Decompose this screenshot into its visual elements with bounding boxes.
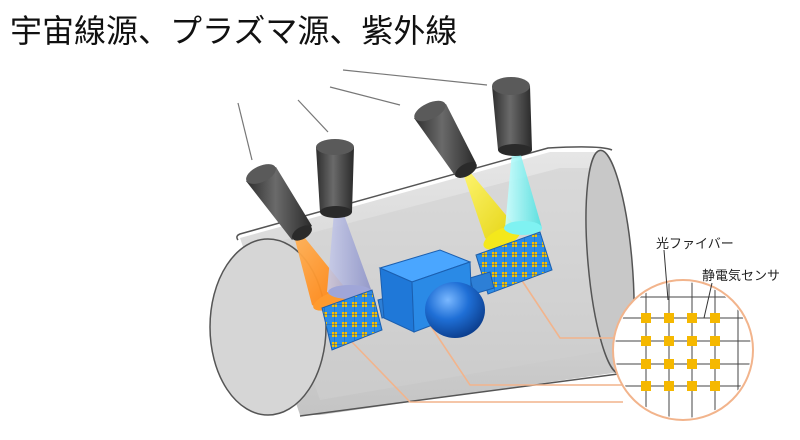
target-sphere	[425, 282, 485, 338]
sensor-panel-left	[321, 289, 383, 351]
slide-title: 宇宙線源、プラズマ源、紫外線	[10, 12, 458, 50]
source-barrel-1	[246, 164, 312, 241]
beam-cyan	[504, 152, 542, 235]
label-electrostatic-sensor: 静電気センサ	[702, 269, 781, 284]
sensor-leader-line	[703, 282, 713, 319]
fiber-leader-line	[663, 249, 669, 301]
sensor-detail-inset	[612, 249, 754, 421]
source-barrel-2	[316, 139, 354, 218]
incident-rays	[237, 69, 488, 161]
label-optical-fiber: 光ファイバー	[656, 237, 734, 252]
source-barrel-4	[492, 77, 532, 156]
callout-connectors	[351, 269, 628, 403]
source-barrel-3	[414, 100, 477, 178]
cylinder-end-cap	[209, 238, 327, 416]
